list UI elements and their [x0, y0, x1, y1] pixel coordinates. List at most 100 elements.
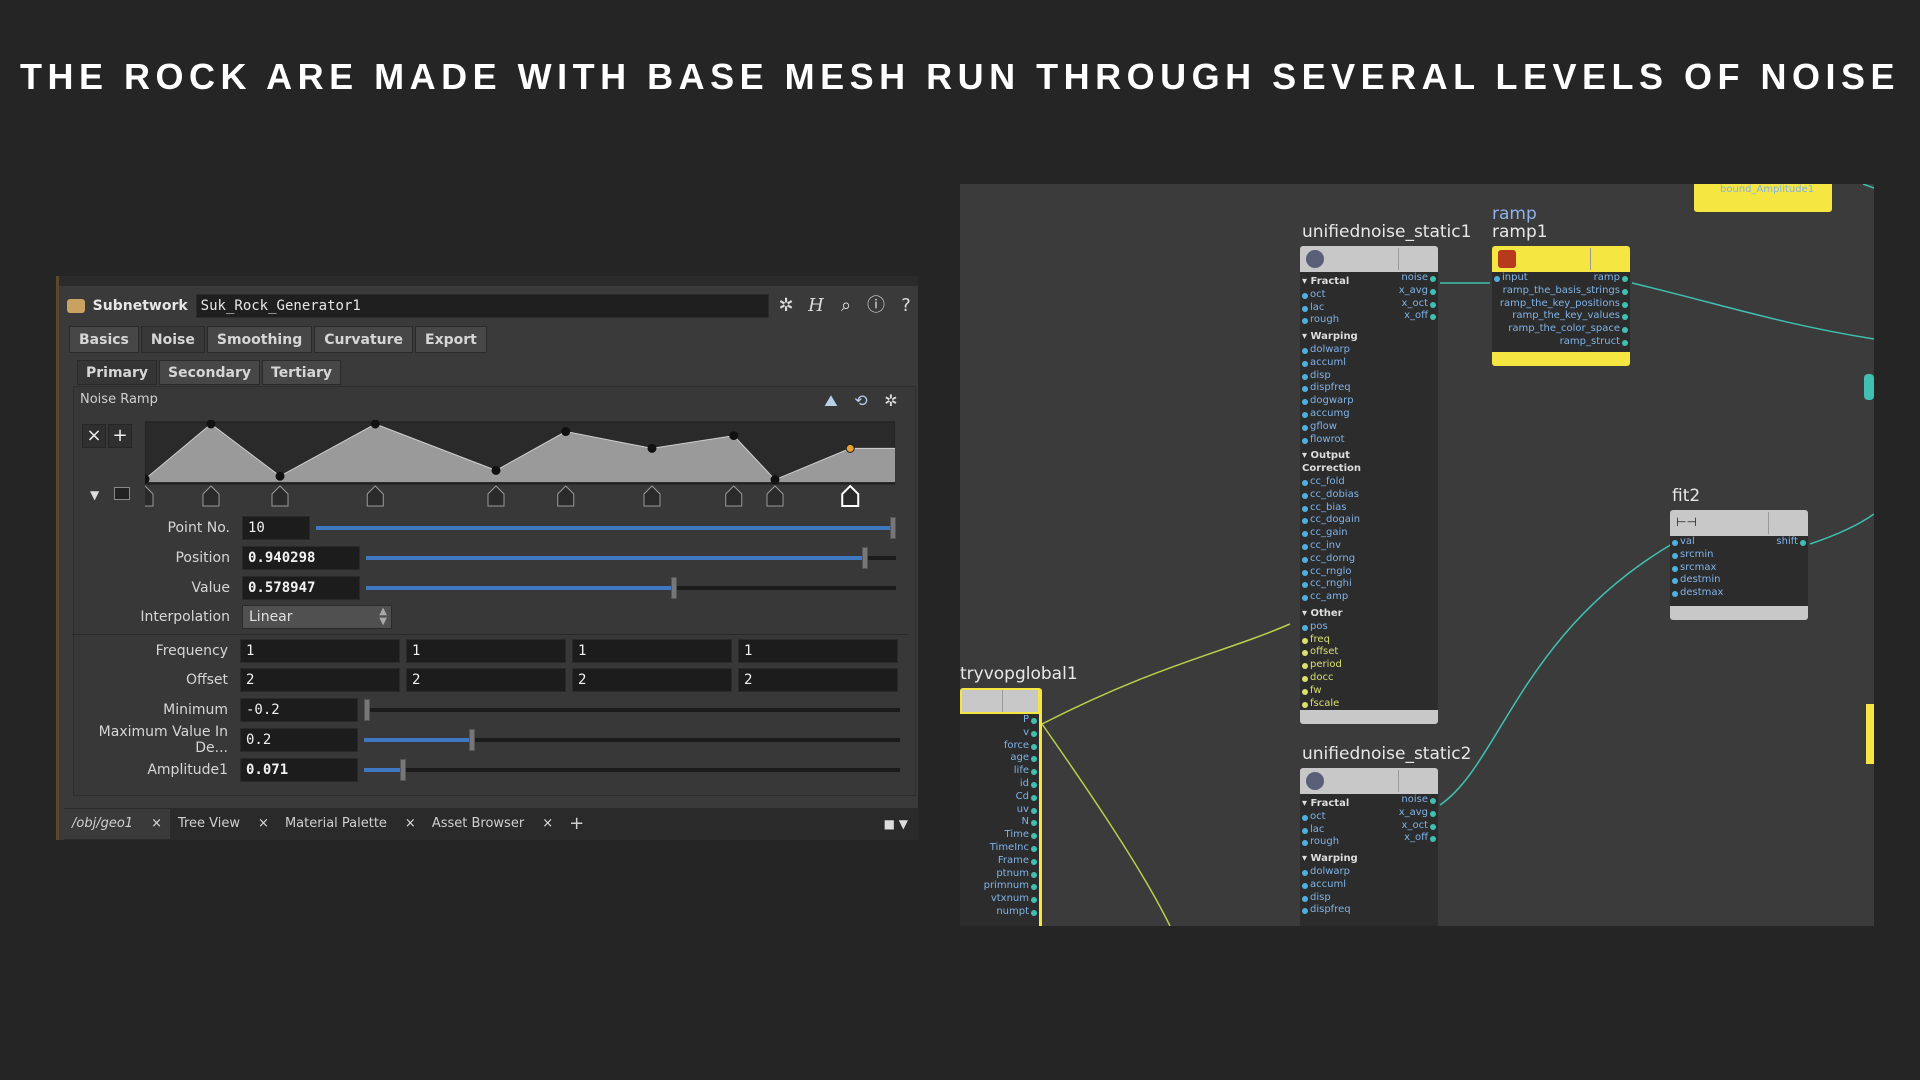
bound-node[interactable]: [1694, 184, 1832, 212]
input-port[interactable]: rough: [1300, 836, 1390, 849]
ramp-fit-icon[interactable]: [114, 487, 130, 500]
ramp-gear-icon[interactable]: ✲: [884, 391, 898, 410]
subtab-secondary[interactable]: Secondary: [159, 360, 260, 385]
output-port[interactable]: TimeInc: [960, 842, 1039, 855]
input-port[interactable]: srcmax: [1670, 562, 1740, 575]
input-port[interactable]: cc_amp: [1300, 591, 1390, 604]
ramp-key-flag[interactable]: [366, 485, 384, 507]
input-port[interactable]: freq: [1300, 634, 1390, 647]
close-icon[interactable]: ×: [151, 816, 162, 831]
ramp-key-flag[interactable]: [766, 485, 784, 507]
position-slider[interactable]: [366, 547, 896, 569]
output-port[interactable]: x_oct: [1378, 820, 1438, 833]
search-icon[interactable]: ⌕: [840, 295, 852, 316]
tab-export[interactable]: Export: [415, 326, 487, 353]
interpolation-dropdown[interactable]: Linear ▲▼: [242, 605, 392, 629]
vop-network-view[interactable]: bound_Amplitude1 unifiednoise_static1 ▾ …: [960, 184, 1874, 926]
input-port[interactable]: dolwarp: [1300, 866, 1390, 879]
output-port[interactable]: v: [960, 727, 1039, 740]
input-port[interactable]: accuml: [1300, 357, 1390, 370]
tab-noise[interactable]: Noise: [140, 326, 205, 353]
gear-icon[interactable]: ✲: [778, 295, 794, 316]
input-port[interactable]: cc_dorng: [1300, 553, 1390, 566]
ramp-key-point[interactable]: [206, 420, 216, 429]
ramp-key-flag[interactable]: [145, 485, 154, 507]
output-port[interactable]: force: [960, 740, 1039, 753]
port-section-header[interactable]: ▾ Warping: [1302, 331, 1358, 343]
ramp-reset-icon[interactable]: ⟲: [854, 391, 868, 410]
frequency-y-field[interactable]: 1: [406, 639, 566, 663]
ramp-key-point[interactable]: [561, 427, 571, 437]
noise-ramp-editor[interactable]: [145, 420, 895, 508]
port-section-header[interactable]: ▾ Fractal: [1302, 798, 1350, 809]
output-port[interactable]: ptnum: [960, 868, 1039, 881]
global-header[interactable]: [960, 688, 1042, 714]
output-port[interactable]: age: [960, 752, 1039, 765]
output-port[interactable]: x_off: [1378, 832, 1438, 845]
frequency-w-field[interactable]: 1: [738, 639, 898, 663]
node-name-field[interactable]: Suk_Rock_Generator1: [195, 294, 769, 318]
output-port[interactable]: x_avg: [1378, 807, 1438, 820]
point-no-field[interactable]: 10: [242, 516, 310, 540]
output-port[interactable]: primnum: [960, 880, 1039, 893]
subtab-tertiary[interactable]: Tertiary: [262, 360, 342, 385]
ramp-key-flag[interactable]: [271, 485, 289, 507]
input-port[interactable]: cc_rnghi: [1300, 578, 1390, 591]
pane-menu-icon[interactable]: ■ ▼: [883, 817, 908, 831]
fit-header[interactable]: ⊢⊣: [1670, 510, 1808, 536]
close-icon[interactable]: ×: [258, 816, 269, 831]
output-port[interactable]: ramp_the_color_space: [1494, 323, 1630, 336]
port-section-header[interactable]: ▾ Fractal: [1302, 276, 1350, 287]
output-port[interactable]: Frame: [960, 855, 1039, 868]
max-value-field[interactable]: 0.2: [240, 728, 358, 752]
input-port[interactable]: srcmin: [1670, 549, 1740, 562]
input-port[interactable]: docc: [1300, 672, 1390, 685]
output-port[interactable]: x_oct: [1378, 298, 1438, 311]
output-port[interactable]: life: [960, 765, 1039, 778]
input-port[interactable]: pos: [1300, 621, 1390, 634]
amplitude-field[interactable]: 0.071: [240, 758, 358, 782]
output-port[interactable]: ramp_the_key_values: [1494, 310, 1630, 323]
remove-key-button[interactable]: ×: [82, 424, 106, 448]
output-port[interactable]: uv: [960, 804, 1039, 817]
ramp-key-point[interactable]: [491, 465, 501, 475]
output-port[interactable]: Time: [960, 829, 1039, 842]
input-port[interactable]: rough: [1300, 314, 1390, 327]
input-port[interactable]: cc_dobias: [1300, 489, 1390, 502]
offset-z-field[interactable]: 2: [572, 668, 732, 692]
input-port[interactable]: fw: [1300, 685, 1390, 698]
ramp-key-point[interactable]: [145, 474, 150, 484]
value-slider[interactable]: [366, 577, 896, 599]
ramp-collapse-icon[interactable]: ▼: [90, 488, 100, 502]
input-port[interactable]: cc_rnglo: [1300, 566, 1390, 579]
input-port[interactable]: dogwarp: [1300, 395, 1390, 408]
ramp-key-flag[interactable]: [202, 485, 220, 507]
port-section-header[interactable]: ▾ Output Correction: [1302, 450, 1361, 475]
point-no-slider[interactable]: [316, 517, 896, 539]
input-port[interactable]: cc_fold: [1300, 476, 1390, 489]
output-port[interactable]: ramp: [1494, 272, 1630, 285]
output-port[interactable]: ramp_struct: [1494, 336, 1630, 349]
input-port[interactable]: oct: [1300, 811, 1390, 824]
input-port[interactable]: disp: [1300, 892, 1390, 905]
noise2-header[interactable]: [1300, 768, 1438, 794]
input-port[interactable]: offset: [1300, 646, 1390, 659]
input-port[interactable]: accumg: [1300, 408, 1390, 421]
input-port[interactable]: dolwarp: [1300, 344, 1390, 357]
close-icon[interactable]: ×: [542, 816, 554, 831]
input-port[interactable]: lac: [1300, 824, 1390, 837]
input-port[interactable]: accuml: [1300, 879, 1390, 892]
ramp-key-point[interactable]: [729, 431, 739, 441]
tab-asset-browser[interactable]: Asset Browser×: [424, 809, 561, 839]
output-port[interactable]: noise: [1378, 272, 1438, 285]
add-tab-button[interactable]: +: [569, 813, 585, 834]
close-icon[interactable]: ×: [404, 816, 416, 831]
minimum-field[interactable]: -0.2: [240, 698, 358, 722]
ramp-key-flag[interactable]: [643, 485, 661, 507]
input-port[interactable]: disp: [1300, 370, 1390, 383]
input-port[interactable]: val: [1670, 536, 1740, 549]
input-port[interactable]: cc_gain: [1300, 527, 1390, 540]
amplitude-slider[interactable]: [364, 759, 900, 781]
input-port[interactable]: destmax: [1670, 587, 1740, 600]
input-port[interactable]: gflow: [1300, 421, 1390, 434]
